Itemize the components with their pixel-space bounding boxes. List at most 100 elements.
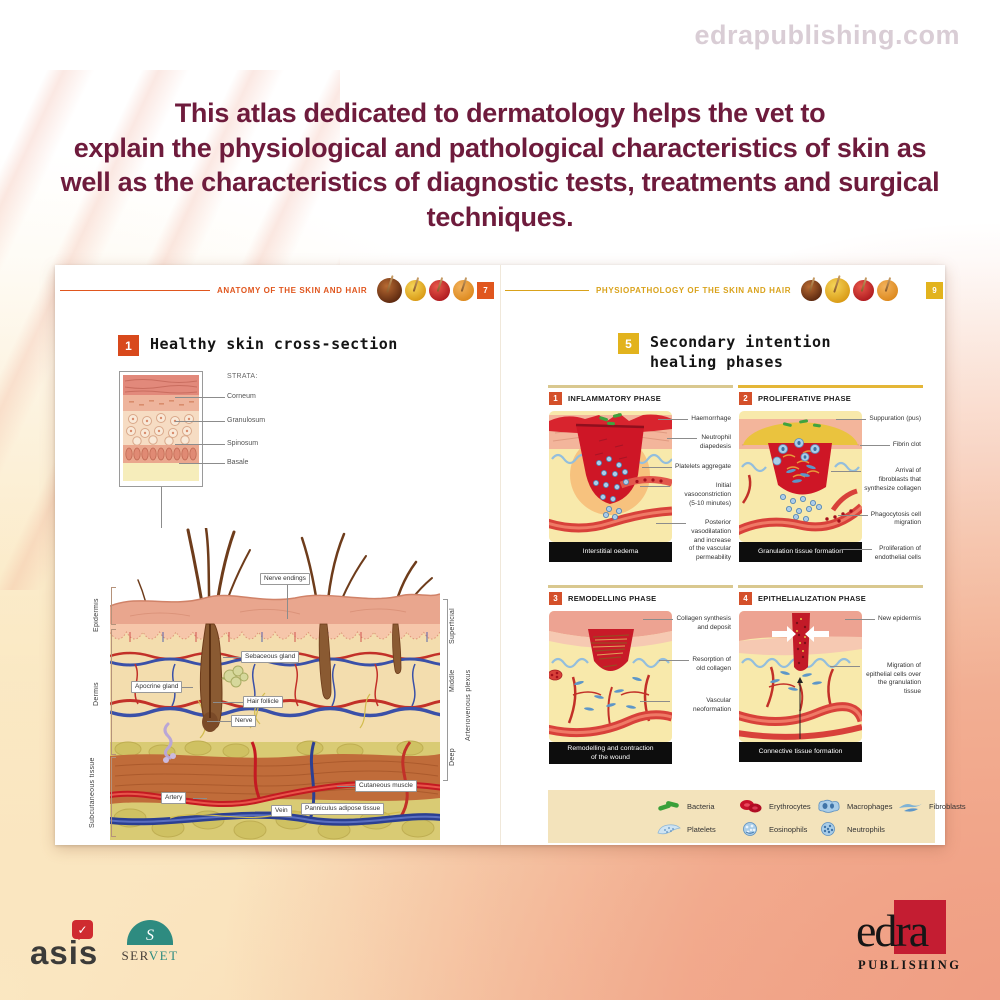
- phase-panel-1: 1 INFLAMMATORY PHASE: [548, 385, 733, 575]
- phase-2-header: 2 PROLIFERATIVE PHASE: [739, 392, 921, 405]
- legend-item-bacteria: Bacteria: [656, 798, 715, 814]
- part-label-cutaneous-muscle: Cutaneous muscle: [355, 780, 417, 792]
- platelets-icon: [657, 824, 681, 835]
- depth-label-middle: Middle: [449, 669, 456, 693]
- leader-line: [179, 463, 225, 464]
- hair-follicle-icon: [429, 279, 451, 301]
- plexus-label: Arteriovenous plexus: [465, 669, 472, 741]
- headline-line: explain the physiological and pathologic…: [73, 132, 927, 163]
- phase-title: INFLAMMATORY PHASE: [568, 394, 662, 403]
- part-label-hair-follicle: Hair follicle: [243, 696, 283, 708]
- depth-label-superficial: Superficial: [449, 608, 456, 644]
- left-page-header: ANATOMY OF THE SKIN AND HAIR 7: [60, 277, 494, 303]
- part-label-nerve: Nerve: [231, 715, 257, 727]
- header-rule: [505, 289, 589, 291]
- phase-4-illustration: [739, 611, 862, 742]
- edra-red-square: [894, 900, 946, 954]
- phase-title: REMODELLING PHASE: [568, 594, 657, 603]
- legend-item-macrophages: Macrophages: [816, 798, 892, 814]
- asis-logo: asis: [30, 934, 99, 971]
- tissue-label-epidermis: Epidermis: [93, 598, 100, 632]
- phase-label: Fibrin clot: [859, 441, 921, 449]
- section-number-badge: 1: [118, 335, 139, 356]
- strata-inset-illustration: [123, 375, 199, 481]
- phase-1-illustration: [549, 411, 672, 542]
- edra-logo: edra PUBLISHING: [856, 898, 996, 978]
- phase-number-badge: 3: [549, 592, 562, 605]
- phase-number-badge: 4: [739, 592, 752, 605]
- leader-line: [287, 585, 288, 619]
- phase-panel-3: 3 REMODELLING PHASE: [548, 585, 733, 775]
- legend-item-erythrocytes: Erythrocytes: [738, 798, 811, 814]
- headline: This atlas dedicated to dermatology help…: [0, 96, 1000, 234]
- phase-panel-2: 2 PROLIFERATIVE PHASE: [738, 385, 923, 575]
- bracket: [443, 599, 448, 781]
- left-section-title: 1 Healthy skin cross-section: [118, 335, 398, 356]
- header-rule: [60, 289, 210, 291]
- leader-line: [207, 721, 231, 722]
- servet-wordmark: SERVET: [121, 948, 179, 963]
- phase-title: PROLIFERATIVE PHASE: [758, 394, 852, 403]
- panel-accent-bar: [738, 385, 923, 388]
- phase-label: Collagen synthesis and deposit: [643, 615, 731, 631]
- right-page-number: 9: [926, 281, 943, 299]
- asis-check-badge: ✓: [72, 920, 93, 940]
- hair-follicle-icon: [377, 277, 403, 303]
- phase-label: Arrival of fibroblasts that synthesize c…: [831, 467, 921, 492]
- part-label-nerve-endings: Nerve endings: [260, 573, 310, 585]
- leader-line: [175, 421, 225, 422]
- part-label-panniculus: Panniculus adipose tissue: [301, 803, 385, 815]
- phase-label: Haemorrhage: [658, 415, 731, 422]
- phase-4-labels: New epidermis Migration of epithelial ce…: [830, 615, 921, 697]
- headline-line: techniques.: [426, 201, 574, 232]
- phase-number-badge: 2: [739, 392, 752, 405]
- hair-follicle-icon: [405, 279, 427, 301]
- phase-4-caption: Connective tissue formation: [739, 742, 862, 762]
- leader-line: [175, 397, 225, 398]
- hair-follicle-icon: [853, 279, 875, 301]
- phase-label: Initial vasoconstriction (5-10 minutes): [640, 482, 731, 508]
- erythrocytes-icon: [740, 800, 762, 813]
- left-chapter-title: ANATOMY OF THE SKIN AND HAIR: [217, 285, 368, 295]
- depth-label-deep: Deep: [449, 748, 456, 766]
- panel-accent-bar: [548, 385, 733, 388]
- phase-3-caption: Remodelling and contraction of the wound: [549, 742, 672, 765]
- neutrophils-icon: [821, 822, 835, 836]
- section-title-text: Secondary intention healing phases: [650, 333, 832, 371]
- phase-label: Resorption of old collagen: [659, 656, 731, 672]
- strata-label: Basale: [227, 459, 249, 466]
- strata-heading: STRATA:: [227, 373, 258, 380]
- phase-4-header: 4 EPITHELIALIZATION PHASE: [739, 592, 921, 605]
- hair-follicle-icon: [453, 279, 475, 301]
- hair-follicle-icon: [877, 279, 899, 301]
- tissue-label-dermis: Dermis: [93, 682, 100, 706]
- hair-follicle-icon: [801, 279, 823, 301]
- legend-item-eosinophils: Eosinophils: [738, 821, 807, 837]
- right-page-header: PHYSIOPATHOLOGY OF THE SKIN AND HAIR 9: [505, 277, 943, 303]
- phase-3-labels: Collagen synthesis and deposit Resorptio…: [640, 615, 731, 715]
- cell-legend: Bacteria Erythrocytes Macrophages: [548, 790, 966, 843]
- leader-line: [213, 702, 243, 703]
- leader-line: [255, 811, 271, 812]
- right-chapter-title: PHYSIOPATHOLOGY OF THE SKIN AND HAIR: [596, 285, 792, 295]
- phase-3-illustration: [549, 611, 672, 742]
- phase-2-caption: Granulation tissue formation: [739, 542, 862, 562]
- macrophages-icon: [818, 799, 840, 813]
- leader-line: [337, 786, 355, 787]
- phase-label: Proliferation of endothelial cells: [841, 545, 921, 562]
- panel-accent-bar: [738, 585, 923, 588]
- legend-item-fibroblasts: Fibroblasts: [898, 798, 966, 814]
- phase-2-labels: Suppuration (pus) Fibrin clot Arrival of…: [831, 415, 921, 563]
- right-section-title: 5 Secondary intention healing phases: [618, 333, 831, 372]
- phase-title: EPITHELIALIZATION PHASE: [758, 594, 867, 603]
- hair-follicle-icon: [825, 277, 851, 303]
- phase-label: New epidermis: [845, 615, 921, 622]
- fibroblasts-icon: [899, 803, 923, 812]
- bracket: [111, 629, 116, 755]
- edra-wordmark: edra: [856, 905, 929, 956]
- phase-label: Platelets aggregate: [641, 462, 731, 470]
- strata-label: Corneum: [227, 393, 256, 400]
- phase-label: Posterior vasodilatation and increase of…: [655, 519, 731, 562]
- page-divider: [500, 265, 501, 845]
